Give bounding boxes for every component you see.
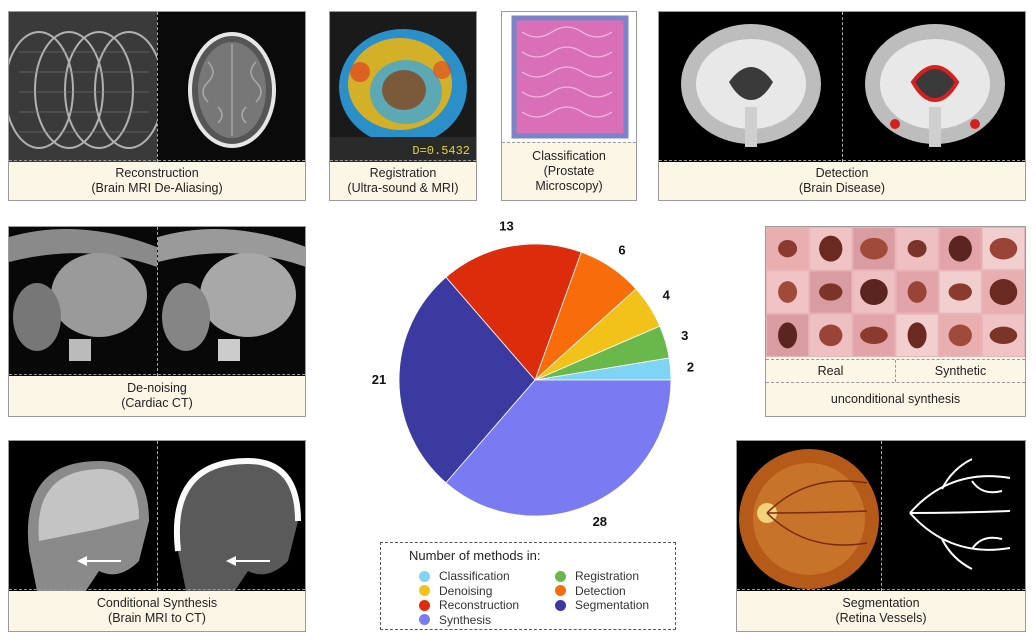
legend-label: Denoising <box>439 583 493 598</box>
fundus-image <box>737 441 881 591</box>
legend-label: Detection <box>575 583 626 598</box>
dice-score-text: D=0.5432 <box>412 144 470 158</box>
sagittal-mri-image <box>9 441 157 591</box>
aliased-mri-image <box>9 12 157 162</box>
reconstruction-subtitle: (Brain MRI De-Aliasing) <box>91 180 223 195</box>
conditional-synthesis-panel: Conditional Synthesis (Brain MRI to CT) <box>8 440 306 632</box>
synthetic-ct-image <box>156 441 305 591</box>
pie-label-reconstruction: 13 <box>499 220 513 234</box>
pie-label-registration: 3 <box>681 328 688 343</box>
registration-overlay-image: D=0.5432 <box>330 12 476 162</box>
pie-label-denoising: 4 <box>663 288 671 303</box>
methods-pie-chart: 2 3 4 6 13 21 28 <box>370 220 700 540</box>
segmentation-subtitle: (Retina Vessels) <box>835 610 927 625</box>
denoising-title: De-noising <box>127 380 187 395</box>
detection-panel: Detection (Brain Disease) <box>658 11 1026 201</box>
legend-item-synthesis: Synthesis <box>419 613 555 628</box>
legend-swatch <box>555 585 566 597</box>
legend-label: Registration <box>575 569 640 583</box>
detection-subtitle: (Brain Disease) <box>798 180 886 195</box>
unconditional-synthesis-panel: Real Synthetic unconditional synthesis <box>765 226 1026 417</box>
denoised-cardiac-ct-image <box>156 227 305 376</box>
classification-subtitle-1: (Prostate <box>543 164 595 178</box>
registration-panel: D=0.5432 Registration (Ultra-sound & MRI… <box>329 11 477 201</box>
pie-label-synthesis: 28 <box>593 514 607 529</box>
vessel-segmentation-image <box>880 441 1025 591</box>
legend-label: Segmentation <box>575 598 650 612</box>
registration-subtitle: (Ultra-sound & MRI) <box>347 180 459 195</box>
classification-subtitle-2: Microscopy) <box>535 179 603 193</box>
legend-label: Classification <box>439 569 510 583</box>
detected-brain-image <box>841 12 1025 162</box>
pie-label-segmentation: 21 <box>372 372 386 387</box>
pie-slice-reconstruction <box>445 243 582 381</box>
legend-item-detection: Detection <box>555 584 695 599</box>
legend-title: Number of methods in: <box>409 548 541 563</box>
denoising-panel: De-noising (Cardiac CT) <box>8 226 306 417</box>
synthetic-label: Synthetic <box>895 360 1025 382</box>
legend-item-registration: Registration <box>555 569 695 584</box>
conditional-title: Conditional Synthesis <box>96 595 218 610</box>
legend-item-segmentation: Segmentation <box>555 598 695 613</box>
legend-item-classification: Classification <box>419 569 555 584</box>
reconstruction-title: Reconstruction <box>115 165 199 180</box>
pie-slice-segmentation <box>398 276 536 484</box>
registration-title: Registration <box>369 165 437 180</box>
unconditional-title: unconditional synthesis <box>830 391 961 406</box>
legend-swatch <box>419 614 430 626</box>
legend-item-reconstruction: Reconstruction <box>419 598 555 613</box>
reconstruction-panel: Reconstruction (Brain MRI De-Aliasing) <box>8 11 306 201</box>
pie-label-classification: 2 <box>687 359 694 374</box>
legend-label: Synthesis <box>439 612 492 627</box>
segmentation-panel: Segmentation (Retina Vessels) <box>736 440 1026 632</box>
prostate-microscopy-image <box>502 12 636 142</box>
dealiased-mri-image <box>156 12 305 162</box>
classification-panel: Classification (Prostate Microscopy) <box>501 11 637 201</box>
segmentation-title: Segmentation <box>842 595 920 610</box>
legend-swatch <box>555 570 566 582</box>
real-label: Real <box>817 364 844 378</box>
classification-title: Classification <box>532 149 606 163</box>
noisy-cardiac-ct-image <box>9 227 157 376</box>
legend-swatch <box>419 599 430 611</box>
legend-label: Reconstruction <box>439 598 520 612</box>
conditional-subtitle: (Brain MRI to CT) <box>108 610 206 625</box>
legend-swatch <box>419 570 430 582</box>
skin-lesion-grid <box>766 227 1025 357</box>
pie-legend: Number of methods in: Classification Regi… <box>380 542 676 630</box>
denoising-subtitle: (Cardiac CT) <box>121 395 193 410</box>
detection-title: Detection <box>815 165 869 180</box>
legend-swatch <box>555 599 566 611</box>
pie-slice-synthesis <box>445 379 672 517</box>
legend-item-denoising: Denoising <box>419 584 555 599</box>
legend-swatch <box>419 585 430 597</box>
coronal-brain-image <box>659 12 842 162</box>
pie-label-detection: 6 <box>618 243 625 258</box>
